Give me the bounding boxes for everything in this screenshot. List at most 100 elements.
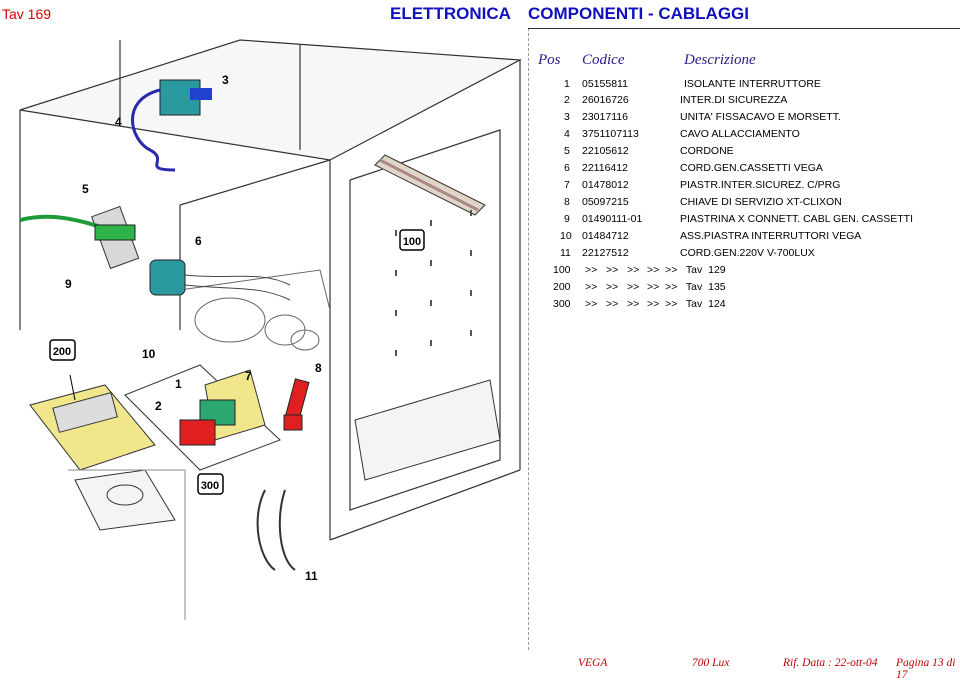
callout-9: 9 bbox=[65, 277, 72, 291]
exploded-drawing: 100 3 4 5 6 9 200 10 7 8 1 2 bbox=[19, 39, 523, 620]
callout-1: 1 bbox=[175, 377, 182, 391]
callout-7: 7 bbox=[245, 369, 252, 383]
table-row: 10 01484712 ASS.PIASTRA INTERRUTTORI VEG… bbox=[0, 230, 960, 246]
row-pos: 6 bbox=[564, 162, 570, 174]
callout-8: 8 bbox=[315, 361, 322, 375]
row-pos: 8 bbox=[564, 196, 570, 208]
part-6-connector bbox=[149, 259, 291, 301]
section-title: ELETTRONICA bbox=[390, 4, 511, 23]
part-8-key bbox=[283, 378, 310, 431]
table-row: 100 >> >> >> >> >> Tav 129 bbox=[0, 264, 960, 280]
row-pos: 11 bbox=[560, 247, 571, 259]
row-pos: 9 bbox=[564, 213, 570, 225]
col-code-header: Codice bbox=[582, 52, 625, 68]
row-pos: 10 bbox=[560, 230, 572, 242]
row-desc: UNITA' FISSACAVO E MORSETT. bbox=[680, 111, 841, 123]
part-11-cable bbox=[256, 489, 276, 571]
table-row: 300 >> >> >> >> >> Tav 124 bbox=[0, 298, 960, 314]
row-code: 05155811 bbox=[582, 78, 628, 90]
table-row: 11 22127512 CORD.GEN.220V V-700LUX bbox=[0, 247, 960, 263]
part-10-plate bbox=[124, 364, 281, 471]
row-pos: 4 bbox=[564, 128, 570, 140]
tav-number: Tav 169 bbox=[2, 6, 52, 22]
row-desc: CORD.GEN.CASSETTI VEGA bbox=[680, 162, 823, 174]
row-desc: PIASTR.INTER.SICUREZ. C/PRG bbox=[680, 179, 841, 191]
row-pos: 5 bbox=[564, 145, 570, 157]
compressor-sketch bbox=[179, 269, 331, 351]
callout-200: 200 bbox=[53, 346, 71, 358]
callout-11: 11 bbox=[305, 569, 318, 583]
row-code: 01484712 bbox=[582, 230, 629, 242]
part-3-unit bbox=[159, 79, 212, 116]
callout-100-label: 100 bbox=[403, 236, 421, 248]
row-desc: ASS.PIASTRA INTERRUTTORI VEGA bbox=[680, 230, 862, 242]
row-desc: >> >> Tav 135 bbox=[647, 281, 726, 293]
table-row: 3 23017116 UNITA' FISSACAVO E MORSETT. bbox=[0, 111, 960, 127]
part-300-box bbox=[68, 469, 224, 620]
footer-model: VEGA bbox=[578, 657, 608, 669]
col-pos-header: Pos bbox=[538, 52, 561, 68]
part-5-cordone bbox=[19, 205, 140, 270]
table-row: 5 22105612 CORDONE bbox=[0, 145, 960, 161]
separator-horizontal bbox=[528, 28, 960, 29]
row-code: 22105612 bbox=[582, 145, 629, 157]
row-pos: 100 bbox=[553, 264, 571, 276]
row-pos: 3 bbox=[564, 111, 570, 123]
row-desc: INTER.DI SICUREZZA bbox=[680, 94, 788, 106]
row-desc: >> >> Tav 129 bbox=[647, 264, 726, 276]
part-11-cable-b bbox=[278, 489, 296, 571]
row-code: >> >> >> bbox=[585, 281, 640, 293]
callout-300: 300 bbox=[201, 480, 219, 492]
table-row: 200 >> >> >> >> >> Tav 135 bbox=[0, 281, 960, 297]
lamp-bar bbox=[374, 154, 486, 216]
table-row: 6 22116412 CORD.GEN.CASSETTI VEGA bbox=[0, 162, 960, 178]
callout-box-100 bbox=[399, 229, 425, 251]
subsection-title: COMPONENTI - CABLAGGI bbox=[528, 4, 749, 23]
row-pos: 7 bbox=[564, 179, 570, 191]
row-desc: ISOLANTE INTERRUTTORE bbox=[684, 78, 821, 90]
row-desc: CORDONE bbox=[680, 145, 734, 157]
table-row: 7 01478012 PIASTR.INTER.SICUREZ. C/PRG bbox=[0, 179, 960, 195]
callout-10: 10 bbox=[142, 347, 156, 361]
shelf-markers bbox=[395, 210, 472, 356]
table-row: 4 3751107113 CAVO ALLACCIAMENTO bbox=[0, 128, 960, 144]
table-row: 8 05097215 CHIAVE DI SERVIZIO XT-CLIXON bbox=[0, 196, 960, 212]
row-desc: >> >> Tav 124 bbox=[647, 298, 726, 310]
table-row: 1 05155811 ISOLANTE INTERRUTTORE bbox=[0, 78, 960, 94]
row-code: 22127512 bbox=[582, 247, 629, 259]
footer-page: Pagina 13 di 17 bbox=[896, 657, 956, 681]
row-code: 23017116 bbox=[582, 111, 628, 123]
row-desc: PIASTRINA X CONNETT. CABL GEN. CASSETTI bbox=[680, 213, 913, 225]
table-row: 9 01490111-01 PIASTRINA X CONNETT. CABL … bbox=[0, 213, 960, 229]
row-code: 05097215 bbox=[582, 196, 629, 208]
callout-5: 5 bbox=[82, 182, 89, 196]
row-code: >> >> >> bbox=[585, 264, 640, 276]
row-desc: CHIAVE DI SERVIZIO XT-CLIXON bbox=[680, 196, 842, 208]
callout-4: 4 bbox=[115, 115, 122, 129]
row-code: 01478012 bbox=[582, 179, 629, 191]
footer-date: Rif. Data : 22-ott-04 bbox=[783, 657, 878, 669]
row-code: 22116412 bbox=[582, 162, 628, 174]
callout-6: 6 bbox=[195, 234, 202, 248]
row-code: 01490111-01 bbox=[582, 213, 643, 225]
row-pos: 1 bbox=[564, 78, 570, 90]
row-desc: CORD.GEN.220V V-700LUX bbox=[680, 247, 815, 259]
col-desc-header: Descrizione bbox=[684, 52, 756, 68]
callout-2: 2 bbox=[155, 399, 162, 413]
row-code: 26016726 bbox=[582, 94, 629, 106]
cabinet-outline bbox=[19, 39, 523, 541]
row-desc: CAVO ALLACCIAMENTO bbox=[680, 128, 800, 140]
row-code: >> >> >> bbox=[585, 298, 640, 310]
row-pos: 200 bbox=[553, 281, 571, 293]
row-pos: 2 bbox=[564, 94, 570, 106]
row-code: 3751107113 bbox=[582, 128, 639, 140]
top-bar: Tav 169 ELETTRONICA COMPONENTI - CABLAGG… bbox=[0, 0, 960, 30]
footer-lux: 700 Lux bbox=[692, 657, 730, 669]
part-4-cable bbox=[131, 88, 176, 172]
separator-vertical bbox=[528, 28, 529, 650]
part-200-panel bbox=[29, 339, 156, 471]
table-row: 2 26016726 INTER.DI SICUREZZA bbox=[0, 94, 960, 110]
row-pos: 300 bbox=[553, 298, 571, 310]
callout-3: 3 bbox=[222, 73, 229, 87]
drawer bbox=[354, 379, 501, 481]
